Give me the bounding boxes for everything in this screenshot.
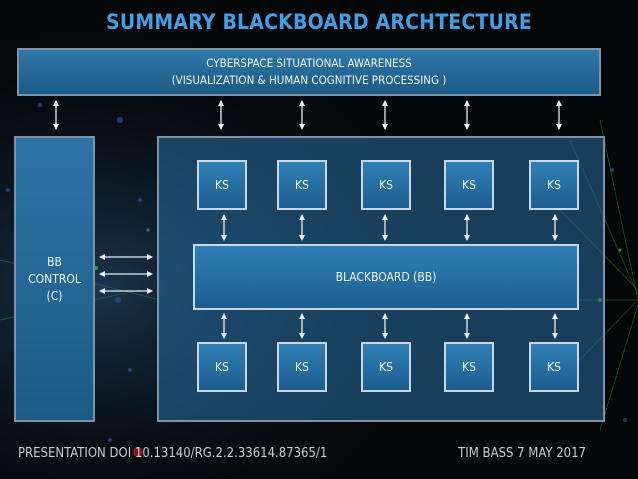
ks-box-top-3: KS <box>361 160 411 210</box>
situational-awareness-banner: CYBERSPACE SITUATIONAL AWARENESS (VISUAL… <box>17 48 601 96</box>
blackboard-box: BLACKBOARD (BB) <box>193 244 579 310</box>
page-title: SUMMARY BLACKBOARD ARCHTECTURE <box>106 10 532 34</box>
ks-box-top-2: KS <box>277 160 327 210</box>
banner-line-2: (VISUALIZATION & HUMAN COGNITIVE PROCESS… <box>171 73 447 87</box>
bb-control-line-2: CONTROL <box>28 271 81 286</box>
ks-box-bottom-1: KS <box>197 342 247 392</box>
bb-control-box: BB CONTROL (C) <box>14 136 95 422</box>
ks-box-bottom-4: KS <box>444 342 494 392</box>
presentation-doi: PRESENTATION DOI 10.13140/RG.2.2.33614.8… <box>18 446 328 461</box>
ks-box-top-4: KS <box>444 160 494 210</box>
author-date: TIM BASS 7 MAY 2017 <box>458 446 586 461</box>
ks-box-top-5: KS <box>529 160 579 210</box>
bb-control-line-1: BB <box>47 254 62 269</box>
ks-box-bottom-2: KS <box>277 342 327 392</box>
ks-box-bottom-5: KS <box>529 342 579 392</box>
banner-line-1: CYBERSPACE SITUATIONAL AWARENESS <box>206 56 412 70</box>
bb-control-line-3: (C) <box>46 288 63 303</box>
ks-box-top-1: KS <box>197 160 247 210</box>
ks-box-bottom-3: KS <box>361 342 411 392</box>
